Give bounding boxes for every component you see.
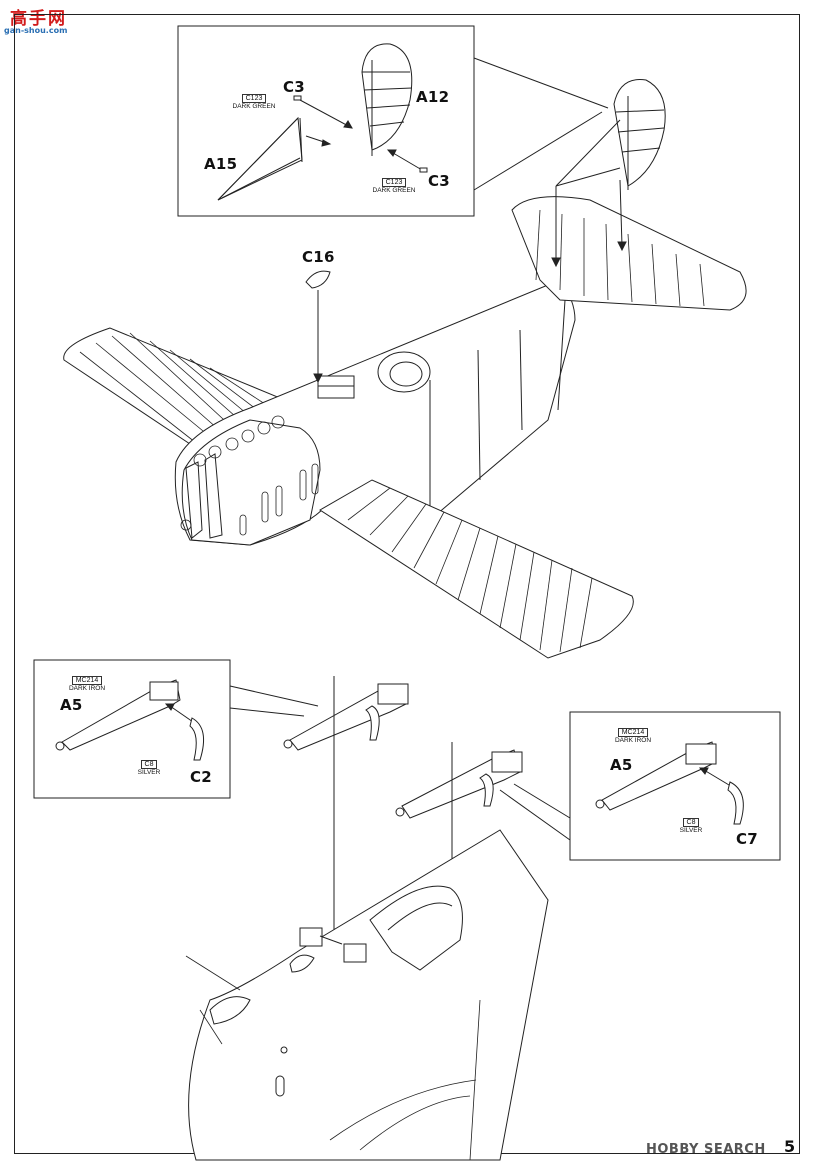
- part-label-c3-top: C3: [283, 78, 306, 96]
- paint-tag-dark-green-bottom: C123 DARK GREEN: [364, 178, 424, 194]
- paint-code: MC214: [71, 676, 103, 685]
- part-label-c3-bottom: C3: [428, 172, 451, 190]
- paint-tag-silver-right: C8 SILVER: [674, 818, 708, 834]
- paint-code: C123: [241, 94, 267, 103]
- page-number: 5: [784, 1137, 796, 1156]
- paint-name: DARK GREEN: [232, 103, 276, 110]
- paint-code: C8: [682, 818, 700, 827]
- paint-code: C8: [140, 760, 158, 769]
- paint-name: SILVER: [137, 769, 161, 776]
- paint-name: DARK GREEN: [372, 187, 416, 194]
- watermark-logo-bottom: HOBBY SEARCH: [646, 1142, 766, 1157]
- paint-tag-dark-iron-left: MC214 DARK IRON: [62, 676, 112, 692]
- part-label-a12: A12: [416, 88, 450, 106]
- paint-code: MC214: [617, 728, 649, 737]
- part-label-a5-left: A5: [60, 696, 83, 714]
- tail-inset-box: [177, 25, 475, 217]
- part-label-a5-right: A5: [610, 756, 633, 774]
- gun-inset-left-box: [33, 659, 231, 799]
- part-label-c2: C2: [190, 768, 213, 786]
- part-label-c7: C7: [736, 830, 759, 848]
- gun-inset-right-box: [569, 711, 781, 861]
- part-label-c16: C16: [302, 248, 335, 266]
- paint-name: DARK IRON: [614, 737, 652, 744]
- paint-tag-silver-left: C8 SILVER: [132, 760, 166, 776]
- paint-tag-dark-green-top: C123 DARK GREEN: [224, 94, 284, 110]
- paint-code: C123: [381, 178, 407, 187]
- watermark-url-text: gan-shou.com: [4, 26, 68, 35]
- paint-name: DARK IRON: [68, 685, 106, 692]
- paint-name: SILVER: [679, 827, 703, 834]
- paint-tag-dark-iron-right: MC214 DARK IRON: [608, 728, 658, 744]
- part-label-a15: A15: [204, 155, 238, 173]
